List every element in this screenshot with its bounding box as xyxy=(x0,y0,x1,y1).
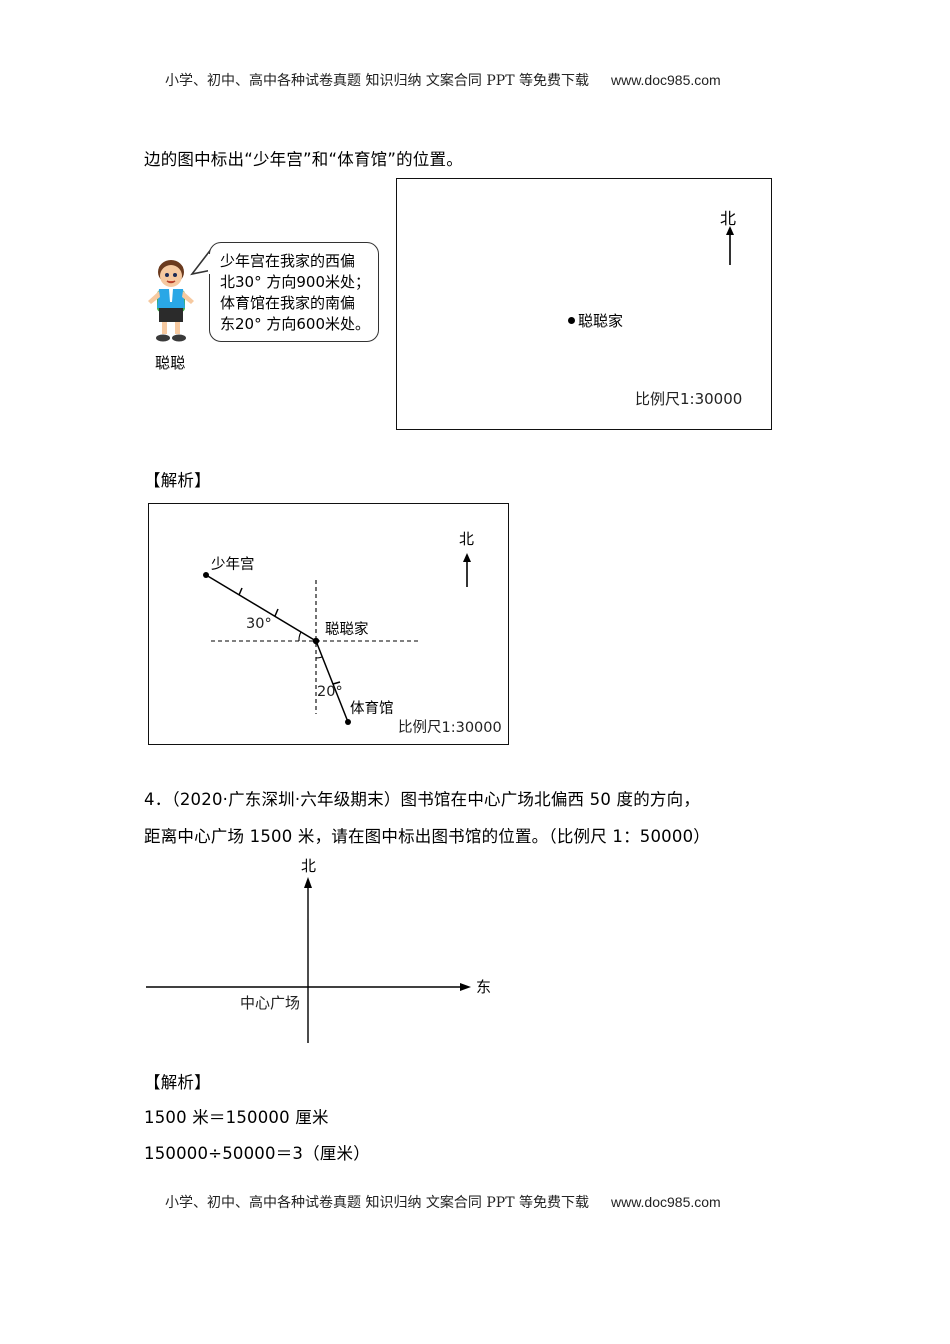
home-point xyxy=(568,317,575,324)
solution-map-drawing xyxy=(203,553,471,725)
page-footer: 小学、初中、高中各种试卷真题 知识归纳 文案合同 PPT 等免费下载 www.do… xyxy=(165,1192,721,1212)
speech-bubble: 少年宫在我家的西偏 北30° 方向900米处； 体育馆在我家的南偏 东20° 方… xyxy=(209,242,379,342)
footer-text: 小学、初中、高中各种试卷真题 知识归纳 文案合同 PPT 等免费下载 xyxy=(165,1195,589,1211)
question3-map: 北 聪聪家 比例尺1:30000 xyxy=(396,178,772,430)
question4-line2: 距离中心广场 1500 米，请在图中标出图书馆的位置。（比例尺 1：50000） xyxy=(144,827,710,846)
page-header: 小学、初中、高中各种试卷真题 知识归纳 文案合同 PPT 等免费下载 www.do… xyxy=(165,70,721,90)
solution-scale-label: 比例尺1:30000 xyxy=(398,720,502,736)
header-url: www.doc985.com xyxy=(610,72,721,88)
axis-north-label: 北 xyxy=(301,857,317,875)
bubble-tail-joint xyxy=(208,254,212,274)
bubble-line-4: 东20° 方向600米处。 xyxy=(220,315,370,333)
speech-bubble-tail xyxy=(190,247,213,276)
solution-line-2: 150000÷50000＝3（厘米） xyxy=(144,1144,370,1163)
north-arrow-icon xyxy=(726,226,734,265)
youth-palace-label: 少年宫 xyxy=(211,557,255,573)
question3-analysis-heading: 【解析】 xyxy=(144,471,211,490)
scale-label: 比例尺1:30000 xyxy=(635,390,743,408)
character-name: 聪聪 xyxy=(155,354,186,372)
question3-solution-map: 北 少年宫 30° 聪聪家 20° 体育馆 比例尺1:30000 xyxy=(148,503,509,745)
question4-line1: 4．（2020·广东深圳·六年级期末）图书馆在中心广场北偏西 50 度的方向， xyxy=(144,790,701,809)
bubble-line-1: 少年宫在我家的西偏 xyxy=(220,252,356,270)
bubble-line-2: 北30° 方向900米处； xyxy=(220,273,370,291)
north-label: 北 xyxy=(720,209,737,228)
question3-instruction: 边的图中标出“少年宫”和“体育馆”的位置。 xyxy=(144,150,463,169)
header-text: 小学、初中、高中各种试卷真题 知识归纳 文案合同 PPT 等免费下载 xyxy=(165,73,589,89)
boy-character-illustration xyxy=(145,256,197,346)
axes-drawing xyxy=(146,877,471,1043)
angle-30-label: 30° xyxy=(246,616,272,632)
home-label: 聪聪家 xyxy=(578,312,624,330)
axis-east-label: 东 xyxy=(476,978,492,996)
solution-line-1: 1500 米＝150000 厘米 xyxy=(144,1108,329,1127)
center-square-label: 中心广场 xyxy=(240,994,301,1012)
solution-north-label: 北 xyxy=(459,530,475,548)
stadium-label: 体育馆 xyxy=(350,701,394,717)
solution-home-label: 聪聪家 xyxy=(325,622,369,638)
footer-url: www.doc985.com xyxy=(610,1194,721,1210)
question4-diagram: 北 东 中心广场 xyxy=(140,850,510,1050)
angle-20-label: 20° xyxy=(317,684,343,700)
question4-analysis-heading: 【解析】 xyxy=(144,1073,211,1092)
bubble-line-3: 体育馆在我家的南偏 xyxy=(220,294,356,312)
